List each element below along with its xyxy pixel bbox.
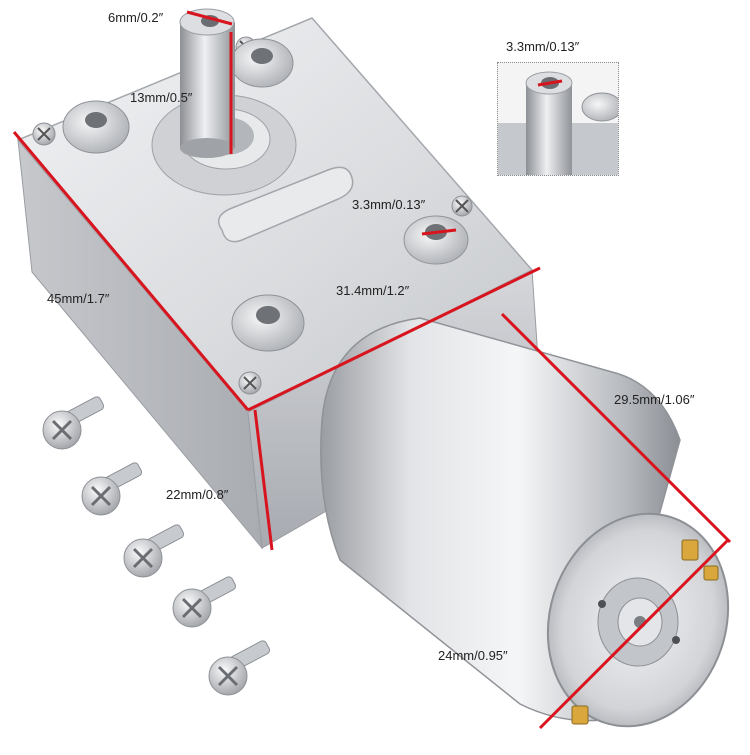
dim-line-body-length — [12, 131, 250, 411]
corner-screw-top-left — [32, 122, 56, 146]
thread-detail-inset — [497, 62, 619, 176]
mounting-boss-back — [230, 38, 294, 88]
dimension-lines — [12, 10, 732, 730]
dim-line-motor-diameter — [538, 538, 730, 730]
label-thread-side: 3.3mm/0.13″ — [352, 197, 426, 212]
dim-line-thread-top — [537, 79, 563, 87]
output-shaft — [179, 8, 235, 158]
dim-line-motor-length — [500, 312, 732, 544]
label-shaft-length: 13mm/0.5″ — [130, 90, 193, 105]
thread-detail-illustration — [498, 71, 618, 175]
screw-icon — [208, 640, 271, 696]
dim-line-body-width — [247, 266, 541, 412]
screw-icon — [172, 576, 237, 628]
label-motor-diameter: 24mm/0.95″ — [438, 648, 508, 663]
label-body-width: 31.4mm/1.2″ — [336, 283, 410, 298]
dc-motor-can — [320, 317, 730, 728]
label-body-height: 22mm/0.8″ — [166, 487, 229, 502]
dim-line-thread-side — [421, 228, 457, 236]
mounting-boss-left — [62, 100, 130, 154]
label-motor-length: 29.5mm/1.06″ — [614, 392, 695, 407]
dim-line-shaft-diameter — [186, 10, 233, 26]
mounting-boss-front — [231, 294, 305, 352]
mounting-boss-right — [403, 215, 469, 265]
label-plate — [217, 166, 354, 243]
screw-icon — [123, 524, 185, 578]
label-thread-top: 3.3mm/0.13″ — [506, 39, 580, 54]
dim-line-body-height — [253, 409, 274, 551]
corner-screw-right — [451, 195, 473, 217]
corner-screw-bottom-right — [238, 371, 262, 395]
label-body-length: 45mm/1.7″ — [47, 291, 110, 306]
screw-icon — [42, 396, 105, 450]
motor-terminal-top — [681, 539, 719, 581]
motor-terminal-bottom — [571, 705, 589, 725]
label-shaft-diameter: 6mm/0.2″ — [108, 10, 164, 25]
screw-icon — [81, 462, 143, 516]
